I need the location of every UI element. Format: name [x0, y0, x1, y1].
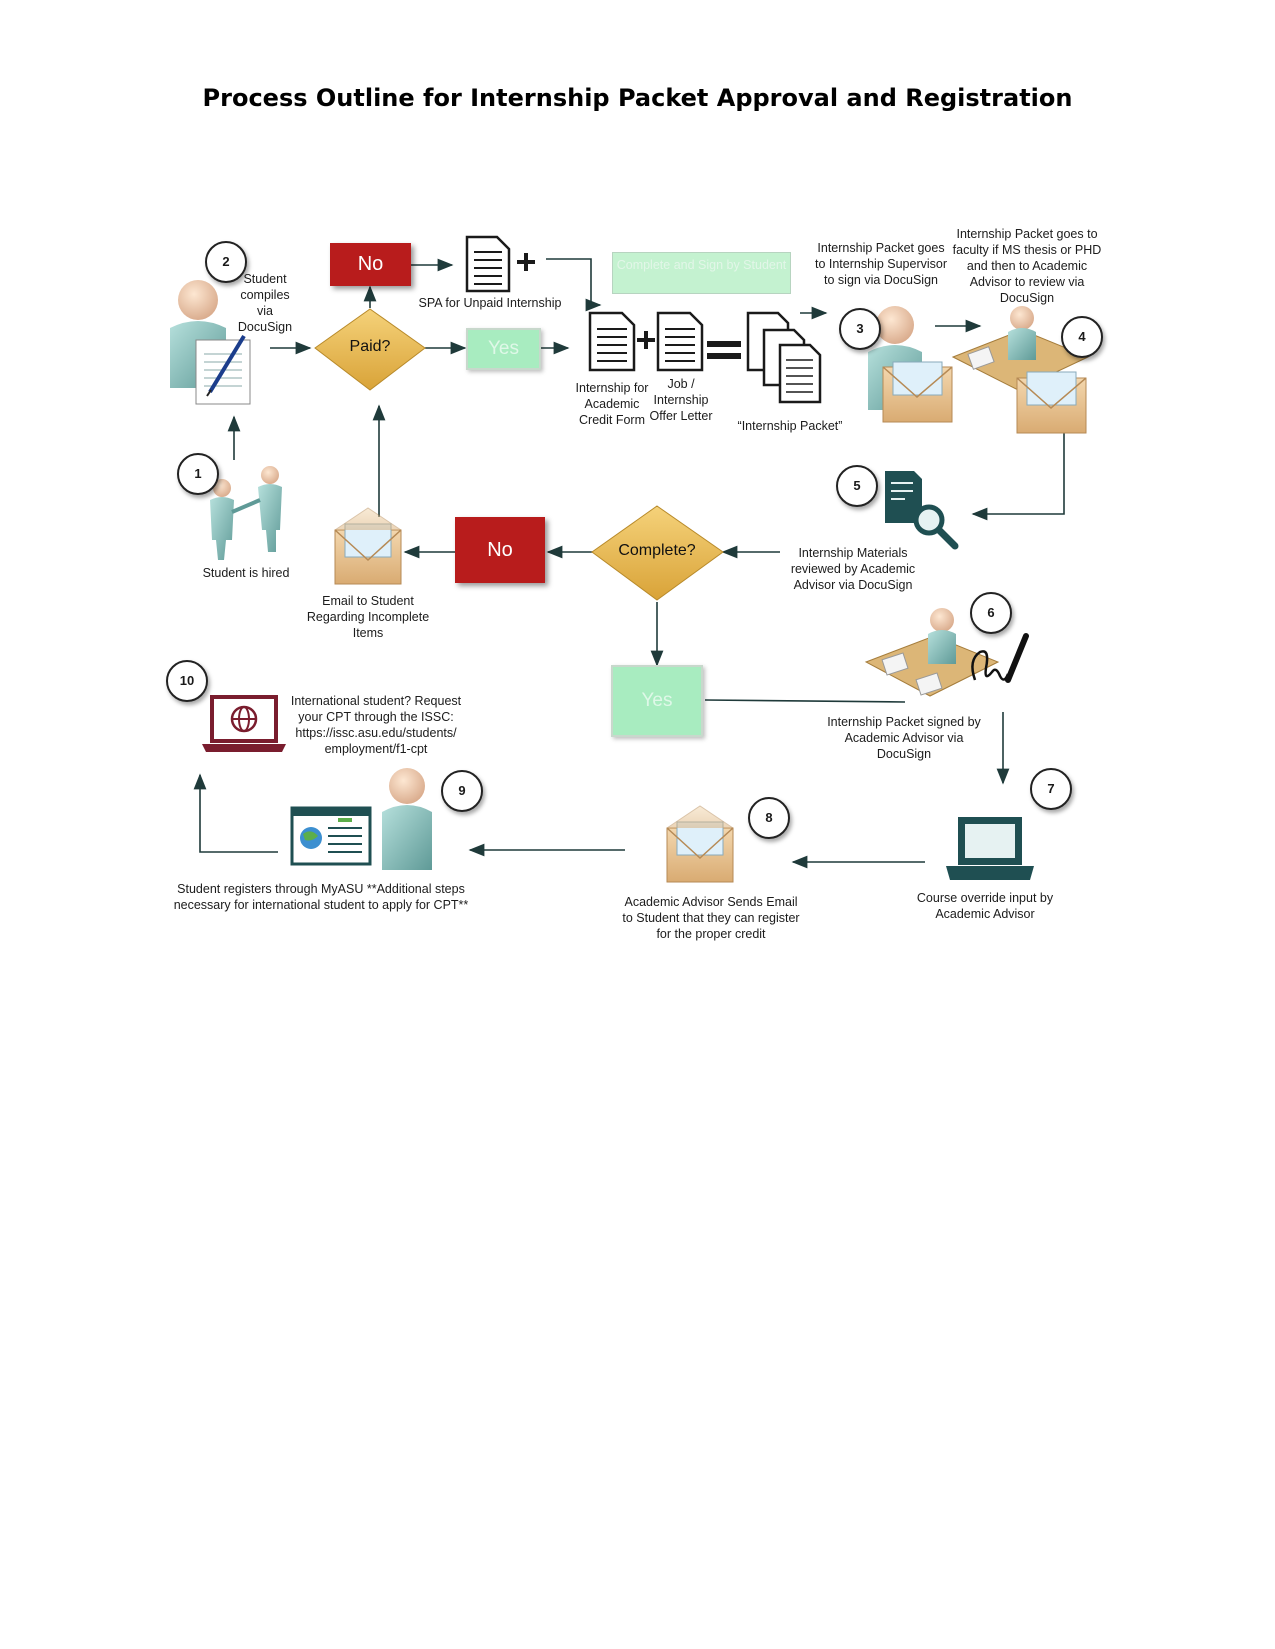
advisor-signing-desk-icon: [864, 608, 1000, 697]
incomplete-email-envelope-icon: [334, 507, 402, 585]
plus-icon: [637, 331, 655, 349]
step-9-label: Student registers through MyASU **Additi…: [173, 882, 469, 912]
handshake-icon: [210, 466, 282, 560]
step-3-marker: 3: [839, 308, 881, 350]
page-title: Process Outline for Internship Packet Ap…: [202, 84, 1073, 112]
step-7-label: Course override input by Academic Adviso…: [916, 891, 1054, 921]
arrow-yes-to-signed: [704, 699, 906, 703]
step-10-marker: 10: [166, 660, 208, 702]
step-5-label: Internship Materials reviewed by Academi…: [790, 546, 916, 592]
spa-document-icon: [465, 235, 511, 293]
faculty-desk-with-envelope-icon: [951, 306, 1090, 434]
step-8-marker: 8: [748, 797, 790, 839]
packet-label: “Internship Packet”: [737, 419, 843, 433]
step-5-marker: 5: [836, 465, 878, 507]
decision-paid: [314, 308, 426, 391]
complete-and-sign-note: Complete and Sign by Student: [612, 252, 791, 294]
step-6-label: Internship Packet signed by Academic Adv…: [827, 715, 981, 761]
credit-form-document-icon: [588, 311, 636, 372]
arrow-spa-to-forms: [546, 258, 602, 312]
decision-complete-label: Complete?: [618, 542, 696, 559]
complete-no-box: No: [455, 517, 545, 583]
offer-letter-label: Job / Internship Offer Letter: [649, 377, 713, 423]
registering-student-icon: [382, 768, 432, 870]
decision-complete: [591, 505, 724, 601]
step-4-label: Internship Packet goes to faculty if MS …: [952, 227, 1102, 305]
spa-label: SPA for Unpaid Internship: [418, 296, 562, 310]
supervisor-with-envelope-icon: [868, 306, 953, 423]
arrow-register-to-cpt: [193, 773, 278, 853]
arrow-faculty-to-review: [971, 426, 1065, 521]
advisor-email-envelope-icon: [666, 805, 734, 883]
offer-letter-document-icon: [656, 311, 704, 372]
step-8-label: Academic Advisor Sends Email to Student …: [622, 895, 800, 941]
signature-pen-icon: [971, 633, 1029, 683]
credit-form-label: Internship for Academic Credit Form: [575, 381, 649, 427]
step-6-marker: 6: [970, 592, 1012, 634]
step-1-marker: 1: [177, 453, 219, 495]
step-2-marker: 2: [205, 241, 247, 283]
incomplete-email-label: Email to Student Regarding Incomplete It…: [306, 594, 430, 640]
paid-no-box: No: [330, 243, 411, 286]
equals-icon: [707, 341, 741, 359]
laptop-icon: [946, 817, 1034, 880]
step-4-marker: 4: [1061, 316, 1103, 358]
globe-laptop-icon: [202, 695, 286, 752]
decision-paid-label: Paid?: [349, 338, 391, 355]
paid-yes-box: Yes: [466, 328, 541, 370]
step-9-marker: 9: [441, 770, 483, 812]
student-compiling-icon: [170, 280, 251, 405]
step-3-label: Internship Packet goes to Internship Sup…: [814, 241, 947, 287]
step-7-marker: 7: [1030, 768, 1072, 810]
step-10-label: International student? Request your CPT …: [290, 694, 462, 756]
packet-documents-icon: [746, 311, 822, 404]
browser-window-icon: [290, 806, 372, 866]
plus-icon: [517, 253, 535, 271]
connector-arrows: [193, 258, 1065, 869]
complete-yes-box: Yes: [611, 665, 703, 737]
step-2-label: Student compiles via DocuSign: [237, 272, 293, 334]
step-1-label: Student is hired: [202, 566, 290, 580]
document-review-magnifier-icon: [885, 471, 959, 550]
